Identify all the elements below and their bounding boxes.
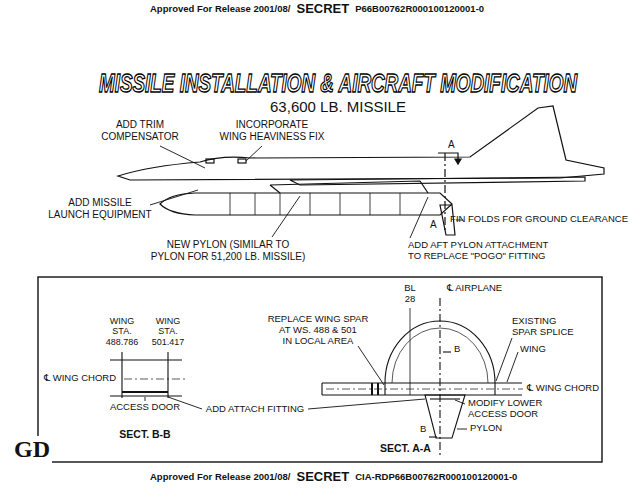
- leader-lines: [150, 146, 463, 238]
- replaced-spar: [372, 383, 378, 395]
- leader-line: [358, 346, 384, 385]
- subtitle: 63,600 LB. MISSILE: [270, 98, 406, 115]
- release-stamp: P66B00762R000100120001-0: [355, 4, 484, 15]
- canopy-window: [206, 159, 214, 163]
- classification-marking: SECRET: [296, 470, 349, 485]
- callout-label: ACCESS DOOR: [110, 402, 180, 413]
- callout-label: WING: [520, 344, 546, 355]
- centerline-label: ℄ WING CHORD: [44, 373, 116, 384]
- release-stamp: Approved For Release 2001/08/: [150, 472, 290, 483]
- section-frame: [38, 277, 602, 462]
- leader-line: [160, 146, 205, 168]
- pylon: [270, 181, 428, 193]
- station-label: BL 28: [404, 283, 416, 305]
- spar-splice: [385, 383, 495, 395]
- leader-line: [455, 400, 465, 404]
- leader-line: [308, 399, 425, 409]
- release-stamp: CIA-RDP66B00762R000100120001-0: [355, 472, 517, 483]
- airplane-centerline: [439, 298, 440, 458]
- leader-line: [507, 352, 518, 382]
- section-title: SECT. B-B: [119, 428, 170, 440]
- section-mark: A: [430, 219, 437, 231]
- company-logo: GD: [12, 436, 52, 464]
- leader-line: [272, 196, 300, 237]
- section-leaders: [145, 338, 518, 429]
- section-line: [444, 153, 445, 232]
- leader-line: [246, 146, 262, 161]
- callout-label: ADD ATTACH FITTING: [206, 404, 304, 415]
- arrow-head: [455, 159, 461, 164]
- centerline-label: ℄ WING CHORD: [527, 383, 599, 394]
- fuselage-outline: [118, 106, 604, 180]
- section-title: SECT. A-A: [380, 442, 431, 454]
- station-label: WING STA. 488.786: [106, 316, 139, 347]
- section-tick: [443, 351, 451, 352]
- missile-pod: [160, 193, 452, 215]
- station-label: WING STA. 501.417: [152, 316, 185, 347]
- lower-access-door: [430, 398, 460, 399]
- wing-skin: [110, 360, 182, 396]
- callout-label: ADD MISSILE LAUNCH EQUIPMENT: [48, 197, 151, 220]
- callout-label: NEW PYLON (SIMILAR TO PYLON FOR 51,200 L…: [151, 239, 306, 262]
- pod-compartments: [230, 193, 400, 215]
- pylon-section: [425, 395, 465, 438]
- section-b-b: [110, 352, 186, 398]
- section-mark: B: [454, 344, 460, 355]
- callout-label: REPLACE WING SPAR AT WS. 488 & 501 IN LO…: [268, 314, 369, 347]
- callout-label: INCORPORATE WING HEAVINESS FIX: [220, 119, 325, 142]
- callout-label: PYLON: [470, 423, 502, 434]
- centerline-label: ℄ AIRPLANE: [447, 283, 502, 294]
- diagram-title: MISSILE INSTALLATION & AIRCRAFT MODIFICA…: [99, 71, 577, 96]
- station-line: [122, 352, 168, 398]
- wing-section: [322, 383, 522, 395]
- wing-chord-line: [124, 379, 186, 380]
- section-tick: [429, 436, 437, 437]
- callout-label: FIN FOLDS FOR GROUND CLEARANCE: [450, 214, 628, 225]
- leader-line: [457, 429, 467, 430]
- callout-label: ADD TRIM COMPENSATOR: [101, 119, 178, 142]
- leader-line: [145, 397, 146, 401]
- bl-line: [410, 308, 411, 395]
- callout-label: EXISTING SPAR SPLICE: [512, 316, 574, 338]
- callout-label: MODIFY LOWER ACCESS DOOR: [468, 398, 542, 420]
- release-stamp: Approved For Release 2001/08/: [150, 4, 290, 15]
- classification-marking: SECRET: [296, 2, 349, 17]
- callout-label: ADD AFT PYLON ATTACHMENT TO REPLACE "POG…: [408, 240, 548, 262]
- section-mark: A: [448, 139, 455, 151]
- leader-line: [410, 197, 428, 238]
- attach-fitting: [122, 391, 168, 393]
- wing-chord-line: [326, 389, 523, 390]
- canopy-window: [238, 159, 246, 163]
- leader-line: [150, 190, 198, 205]
- section-mark: B: [420, 424, 426, 435]
